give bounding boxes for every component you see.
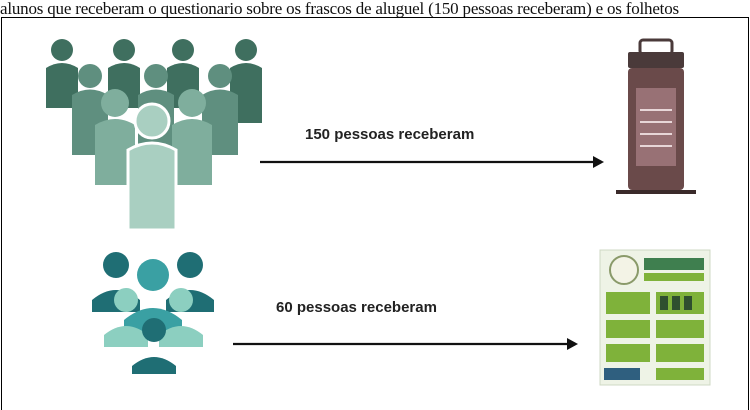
figure-frame	[1, 17, 749, 410]
crowd-large-icon	[46, 39, 262, 232]
label-top: 150 pessoas receberam	[305, 126, 475, 143]
arrow-top	[260, 156, 604, 168]
group-small-icon	[92, 252, 214, 374]
cropped-header-text: alunos que receberam o questionario sobr…	[0, 0, 679, 18]
leaflet-icon	[599, 249, 711, 386]
arrow-bottom	[233, 338, 578, 350]
label-bottom: 60 pessoas receberam	[276, 299, 437, 316]
jar-icon	[616, 38, 696, 194]
